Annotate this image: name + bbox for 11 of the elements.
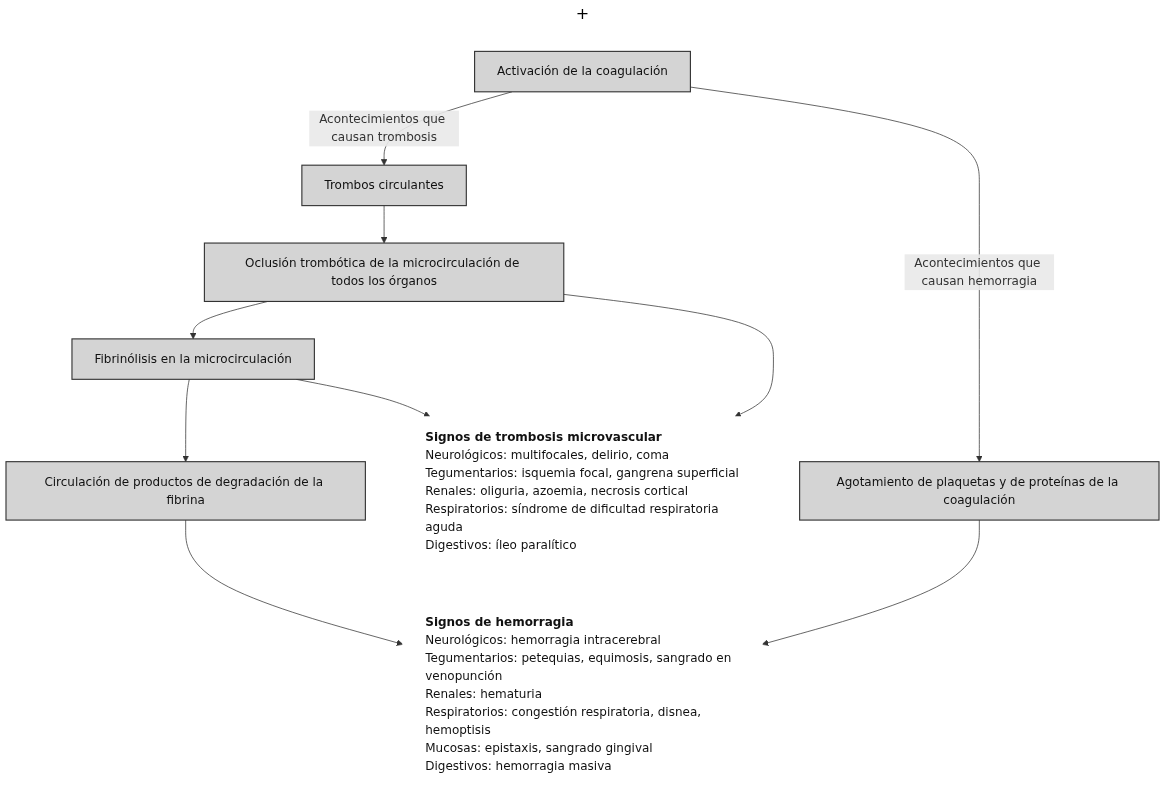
- node-text: Signos de hemorragia Neurológicos: hemorragia intracerebral Tegumentarios: petequias, equimosis, sangrado en venopunción Renales: hematuria Respiratorios: congestión respiratoria, disnea, hemoptisis Mucosas: epistaxis, sangrado gingival Digestivos: hemorragia masiva: [425, 615, 732, 774]
- plus-sign: +: [575, 4, 590, 23]
- node-box: Circulación de productos de degradación de la fibrina: [5, 461, 366, 521]
- node-box: Oclusión trombótica de la microcirculación de todos los órganos: [203, 242, 565, 302]
- node-box: Trombos circulantes: [301, 164, 467, 207]
- edge-label: Acontecimientos que causan hemorragia: [914, 255, 1041, 288]
- node-box: Fibrinólisis en la microcirculación: [71, 338, 315, 380]
- node-box: Activación de la coagulación: [474, 50, 691, 93]
- edge-label: Acontecimientos que causan trombosis: [319, 112, 446, 145]
- node-box: Agotamiento de plaquetas y de proteínas de la coagulación: [799, 461, 1160, 521]
- node-text: Signos de trombosis microvascular Neurológicos: multifocales, delirio, coma Tegumentarios: isquemia focal, gangrena superficial Renales: oliguria, azoemia, necrosis cortical Respiratorios: síndrome de dificultad respiratoria aguda Digestivos: íleo paralítico: [425, 429, 739, 552]
